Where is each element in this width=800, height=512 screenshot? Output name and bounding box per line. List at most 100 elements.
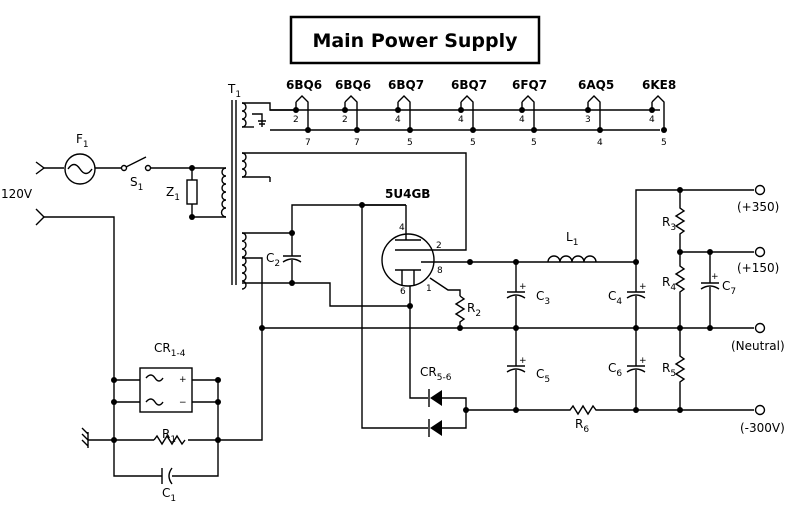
svg-text:6: 6 — [400, 287, 406, 297]
tube-pin-top-4: 4 — [519, 115, 525, 125]
capacitor-c5: + — [506, 328, 527, 410]
fuse-sub: 1 — [83, 140, 89, 150]
terminal-150 — [754, 246, 766, 258]
svg-text:CR1-4: CR1-4 — [154, 341, 186, 359]
svg-text:C1: C1 — [162, 486, 176, 504]
svg-text:R6: R6 — [575, 417, 589, 435]
heater-tube-0: 6BQ6 2 7 — [286, 78, 322, 148]
svg-text:R5: R5 — [662, 361, 676, 379]
tube-pin-top-5: 3 — [585, 115, 591, 125]
tube-pin-bottom-4: 5 — [531, 138, 537, 148]
capacitor-c6: + — [626, 328, 647, 410]
tube-pin-bottom-1: 7 — [354, 138, 360, 148]
tube-name-3: 6BQ7 — [451, 78, 487, 92]
tube-pin-bottom-2: 5 — [407, 138, 413, 148]
heater-tube-6: 6KE8 4 5 — [642, 78, 676, 148]
svg-text:+: + — [639, 282, 647, 292]
heater-tube-1: 6BQ6 2 7 — [335, 78, 371, 148]
voltage-divider: + R3 R4 C7 — [662, 190, 754, 328]
tube-name-0: 6BQ6 — [286, 78, 322, 92]
resistor-r2: R2 — [454, 295, 481, 328]
switch-ref: S — [130, 175, 138, 189]
svg-text:T1: T1 — [227, 82, 241, 100]
svg-text:+: + — [179, 375, 187, 385]
svg-text:S1: S1 — [130, 175, 143, 193]
svg-text:R2: R2 — [467, 301, 481, 319]
rectifier-tube-name: 5U4GB — [385, 187, 430, 201]
z1-sub: 1 — [174, 193, 180, 203]
svg-text:L1: L1 — [566, 230, 578, 248]
svg-text:CR5-6: CR5-6 — [420, 365, 452, 383]
t1-sub: 1 — [235, 90, 241, 100]
bridge-rectifier-cr1-4: CR1-4 + − R1 C1 — [81, 328, 263, 504]
terminal-350 — [754, 184, 766, 196]
heater-tube-2: 6BQ7 4 5 — [388, 78, 424, 148]
electrolytic-capacitors: + + + + — [506, 262, 647, 410]
tube-pin-bottom-6: 5 — [661, 138, 667, 148]
tube-name-2: 6BQ7 — [388, 78, 424, 92]
svg-text:+: + — [639, 356, 647, 366]
tube-heaters: 6BQ6276BQ6276BQ7456BQ7456FQ7456AQ5346KE8… — [286, 78, 676, 148]
tube-name-4: 6FQ7 — [512, 78, 547, 92]
svg-text:R1: R1 — [162, 427, 176, 445]
heater-tube-3: 6BQ7 4 5 — [451, 78, 487, 148]
diagram-title: Main Power Supply — [312, 30, 518, 52]
svg-text:8: 8 — [437, 266, 443, 276]
tube-pin-top-2: 4 — [395, 115, 401, 125]
svg-text:C7: C7 — [722, 279, 736, 297]
terminal-neutral — [754, 322, 766, 334]
tube-name-1: 6BQ6 — [335, 78, 371, 92]
heater-tube-5: 6AQ5 3 4 — [578, 78, 614, 148]
capacitor-c4: + — [626, 262, 647, 328]
output-neutral-label: (Neutral) — [731, 339, 785, 353]
output-350-label: (+350) — [737, 200, 779, 214]
tube-pin-bottom-0: 7 — [305, 138, 311, 148]
capacitor-c3: + — [506, 262, 527, 328]
title-box — [289, 15, 541, 65]
terminal-neg300 — [754, 404, 766, 416]
svg-text:R4: R4 — [662, 275, 676, 293]
c5-label: C5 — [536, 367, 550, 385]
t1-ref: T — [227, 82, 236, 96]
fuse-ref: F — [76, 132, 83, 146]
heater-tube-4: 6FQ7 4 5 — [512, 78, 547, 148]
tube-pin-top-6: 4 — [649, 115, 655, 125]
c2-label: C2 — [266, 251, 280, 269]
switch-s1: S1 — [120, 156, 226, 193]
output-150-label: (+150) — [737, 261, 779, 275]
tube-pin-bottom-5: 4 — [597, 138, 603, 148]
svg-text:2: 2 — [436, 241, 442, 251]
tube-pin-bottom-3: 5 — [470, 138, 476, 148]
mains-input: 120V — [1, 161, 115, 380]
switch-sub: 1 — [138, 183, 144, 193]
tube-pin-top-1: 2 — [342, 115, 348, 125]
svg-text:Z1: Z1 — [166, 185, 180, 203]
svg-text:+: + — [711, 272, 719, 282]
svg-text:F1: F1 — [76, 132, 89, 150]
c3-label: C3 — [536, 289, 550, 307]
input-voltage-label: 120V — [1, 187, 33, 201]
svg-text:R3: R3 — [662, 215, 676, 233]
z1-ref: Z — [166, 185, 174, 199]
negative-supply: CR5-6 R6 — [359, 202, 754, 437]
c6-label: C6 — [608, 361, 622, 379]
tube-pin-top-0: 2 — [293, 115, 299, 125]
tube-name-6: 6KE8 — [642, 78, 676, 92]
output-neg300-label: (-300V) — [740, 421, 785, 435]
rectifier-tube-5u4gb: 5U4GB 4 2 8 6 1 — [381, 187, 600, 309]
svg-text:1: 1 — [426, 284, 432, 294]
fuse-f1: F1 — [64, 132, 121, 185]
svg-text:−: − — [179, 398, 187, 408]
svg-text:4: 4 — [399, 223, 405, 233]
resistor-r5: R5 — [662, 328, 686, 410]
tube-pin-top-3: 4 — [458, 115, 464, 125]
hv-winding-wiring: C2 — [242, 204, 410, 328]
tube-name-5: 6AQ5 — [578, 78, 614, 92]
svg-text:+: + — [519, 282, 527, 292]
svg-text:+: + — [519, 356, 527, 366]
output-terminals: (+350) (+150) (Neutral) (-300V) — [731, 184, 785, 435]
c4-label: C4 — [608, 289, 622, 307]
transformer-t1: T1 — [220, 82, 467, 290]
varistor-z1: Z1 — [166, 165, 226, 220]
